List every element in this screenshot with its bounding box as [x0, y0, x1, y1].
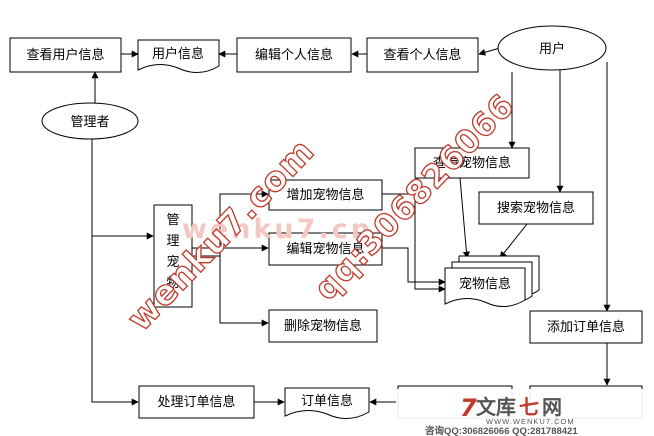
actor-user[interactable]: 用户: [497, 25, 607, 71]
document-stack-pet-info[interactable]: 宠物信息: [444, 255, 540, 307]
process-edit-profile[interactable]: 编辑个人信息: [236, 37, 352, 73]
watermark-layer: wenku7.cn wenku7.com qq:306826066 7 文库 七…: [119, 86, 654, 436]
process-handle-order-info[interactable]: 处理订单信息: [138, 385, 255, 419]
process-edit-pet-info-label: 编辑宠物信息: [286, 241, 364, 256]
process-view-pet-info-label: 查看宠物信息: [433, 155, 511, 170]
brand-seven-char: 七: [519, 395, 539, 419]
process-add-pet-info-label: 增加宠物信息: [286, 187, 364, 202]
process-view-profile-label: 查看个人信息: [383, 47, 461, 62]
process-add-pet-info[interactable]: 增加宠物信息: [268, 179, 383, 211]
document-user-info-label: 用户信息: [152, 46, 204, 61]
faint-site-watermark: wenku7.cn: [182, 214, 373, 245]
process-delete-pet-info[interactable]: 删除宠物信息: [268, 309, 378, 343]
actor-admin[interactable]: 管理者: [41, 102, 139, 140]
process-handle-order-info-label: 处理订单信息: [157, 394, 235, 409]
brand-contact: 咨询QQ:306826066 QQ:281788421: [425, 425, 578, 436]
document-order-info-label: 订单信息: [301, 393, 353, 408]
brand-url: WWW.WENKU7.COM: [486, 417, 575, 426]
process-view-user-info[interactable]: 查看用户信息: [9, 37, 122, 73]
actor-admin-label: 管理者: [70, 114, 109, 129]
process-view-user-info-label: 查看用户信息: [26, 47, 104, 62]
process-edit-profile-label: 编辑个人信息: [255, 47, 333, 62]
process-add-order-info-label: 添加订单信息: [547, 319, 625, 334]
manage-pet-char-1: 管: [166, 212, 179, 227]
document-user-info[interactable]: 用户信息: [137, 39, 220, 73]
document-order-info[interactable]: 订单信息: [284, 387, 370, 419]
brand-seven-glyph: 7: [460, 394, 477, 422]
process-view-profile[interactable]: 查看个人信息: [366, 37, 479, 73]
manage-pet-char-3: 宠: [166, 254, 179, 269]
process-add-order-info[interactable]: 添加订单信息: [529, 310, 643, 344]
process-search-pet-info[interactable]: 搜索宠物信息: [478, 191, 594, 225]
process-search-pet-info-label: 搜索宠物信息: [497, 200, 575, 215]
manage-pet-char-2: 理: [166, 233, 179, 248]
process-edit-pet-info[interactable]: 编辑宠物信息: [268, 232, 383, 266]
manage-pet-char-4: 物: [166, 275, 179, 290]
document-stack-pet-info-label: 宠物信息: [459, 276, 511, 291]
actor-user-label: 用户: [539, 41, 565, 56]
brand-wordmark: 文库: [476, 395, 516, 419]
process-manage-pet[interactable]: 管 理 宠 物: [153, 204, 193, 308]
process-view-pet-info[interactable]: 查看宠物信息: [414, 147, 530, 179]
connectors: [91, 47, 611, 406]
brand-net-char: 网: [542, 395, 562, 419]
process-delete-pet-info-label: 删除宠物信息: [284, 318, 362, 333]
